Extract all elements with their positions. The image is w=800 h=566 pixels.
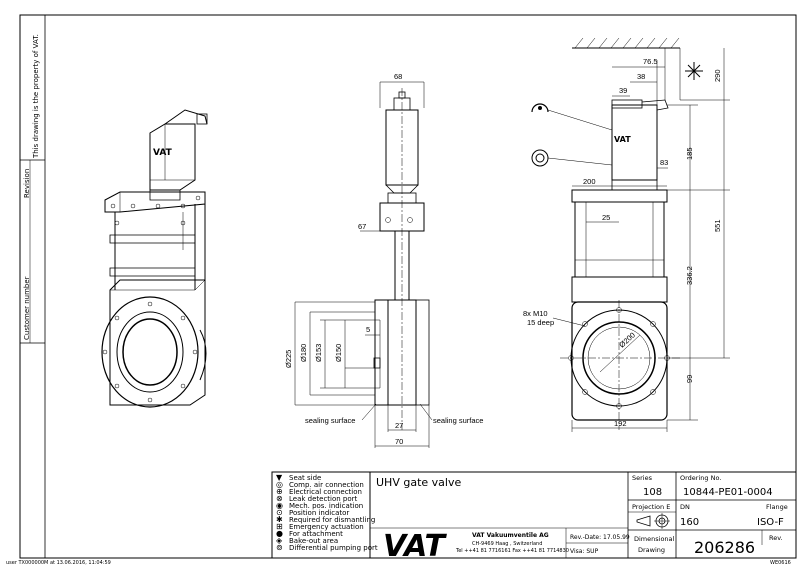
svg-text:⊙: ⊙ <box>276 508 283 517</box>
dim-d180: Ø180 <box>299 344 308 362</box>
company-name: VAT Vakuumventile AG <box>472 532 549 539</box>
legend-item: Mech. pos. indication <box>289 502 363 510</box>
dim-38: 38 <box>637 72 645 81</box>
svg-text:▼: ▼ <box>276 473 283 482</box>
mech-pos-indication-icon <box>531 149 549 167</box>
svg-text:◈: ◈ <box>276 536 283 545</box>
dim-25: 25 <box>602 213 610 222</box>
projection-label: Projection E <box>632 503 670 511</box>
svg-text:✱: ✱ <box>276 515 283 524</box>
legend-item: For attachment <box>289 530 343 538</box>
sealing-surface-right: sealing surface <box>433 416 483 425</box>
property-note: This drawing is the property of VAT. <box>32 34 40 159</box>
dim-551: 551 <box>713 219 722 232</box>
dim-200: 200 <box>583 177 596 186</box>
customer-number-label: Customer number <box>23 276 31 340</box>
sealing-surface-left: sealing surface <box>305 416 355 425</box>
dim-39: 39 <box>619 86 627 95</box>
legend-item: Comp. air connection <box>289 481 364 489</box>
drawing-title: UHV gate valve <box>376 476 461 489</box>
isometric-view: VAT <box>101 109 208 408</box>
dim-76-5: 76.5 <box>643 57 658 66</box>
legend-item: Position indicator <box>289 509 349 517</box>
dn-label: DN <box>680 503 690 511</box>
svg-text:●: ● <box>276 529 283 538</box>
flange-label: Flange <box>766 503 788 511</box>
series-label: Series <box>632 474 653 482</box>
company-phone: Tel ++41 81 7716161 Fax ++41 81 7714830 <box>455 548 569 554</box>
footer-user-line: user TX000000M at 13.06.2016, 11:04:59 <box>6 560 111 566</box>
dim-68: 68 <box>394 72 402 81</box>
symbol-legend: ▼◎⊕ ⊗◉⊙ ✱⊞● ◈⊚ Seat side Comp. air conne… <box>271 471 378 559</box>
revision-label: Revision <box>23 169 31 198</box>
dimensional-drawing-line1: Dimensional <box>634 535 675 543</box>
legend-item: Leak detection port <box>289 495 358 503</box>
dim-192: 192 <box>614 419 627 428</box>
legend-item: Emergency actuation <box>289 523 364 531</box>
title-block: UHV gate valve Series 108 Ordering No. 1… <box>369 471 797 564</box>
ordering-value: 10844-PE01-0004 <box>683 487 773 498</box>
vat-logo-icon: VAT <box>383 529 448 564</box>
rev-label: Rev. <box>769 534 783 542</box>
rev-date: Rev.-Date: 17.05.99 <box>570 534 630 541</box>
bolt-note-2: 15 deep <box>527 318 554 327</box>
legend-item: Differential pumping port <box>289 544 378 552</box>
svg-text:⊞: ⊞ <box>276 522 283 531</box>
dim-27: 27 <box>395 421 403 430</box>
bolt-note-1: 8x M10 <box>523 309 548 318</box>
projection-symbol-icon <box>636 513 670 529</box>
dim-d153: Ø153 <box>314 344 323 362</box>
footer-code: WE0616 <box>770 560 791 566</box>
dim-99: 99 <box>685 375 694 383</box>
ordering-label: Ordering No. <box>680 474 721 482</box>
dim-336-2: 336.2 <box>685 266 694 285</box>
dim-70: 70 <box>395 437 403 446</box>
visa: Visa: SUP <box>570 548 599 555</box>
dim-5: 5 <box>366 325 370 334</box>
drawing-number: 206286 <box>694 538 755 557</box>
svg-text:◉: ◉ <box>276 501 283 510</box>
dimensional-drawing-line2: Drawing <box>638 546 665 554</box>
position-indicator-icon <box>531 103 549 113</box>
flange-value: ISO-F <box>757 517 784 528</box>
legend-item: Required for dismantling <box>289 516 375 524</box>
dim-83: 83 <box>660 158 668 167</box>
company-address: CH-9469 Haag , Switzerland <box>472 541 542 547</box>
dim-d225: Ø225 <box>284 350 293 368</box>
svg-text:⊕: ⊕ <box>276 487 283 496</box>
front-view: VAT Ø200 8x M10 15 deep 76.5 38 39 <box>523 37 730 432</box>
front-actuator-logo-icon: VAT <box>614 135 631 144</box>
svg-text:◎: ◎ <box>276 480 283 489</box>
svg-text:⊗: ⊗ <box>276 494 283 503</box>
legend-item: Electrical connection <box>289 488 362 496</box>
actuator-logo-icon: VAT <box>153 148 173 158</box>
legend-item: Seat side <box>289 474 321 482</box>
dim-185: 185 <box>685 147 694 160</box>
series-value: 108 <box>643 487 662 498</box>
dim-67: 67 <box>358 222 366 231</box>
svg-text:⊚: ⊚ <box>276 543 283 552</box>
dim-290: 290 <box>713 69 722 82</box>
dim-d150: Ø150 <box>334 344 343 362</box>
dn-value: 160 <box>680 517 699 528</box>
side-view: 68 67 Ø225 Ø180 Ø153 Ø150 5 27 70 sealin… <box>284 72 483 448</box>
bake-out-star-icon <box>685 62 703 80</box>
legend-item: Bake-out area <box>289 537 338 545</box>
